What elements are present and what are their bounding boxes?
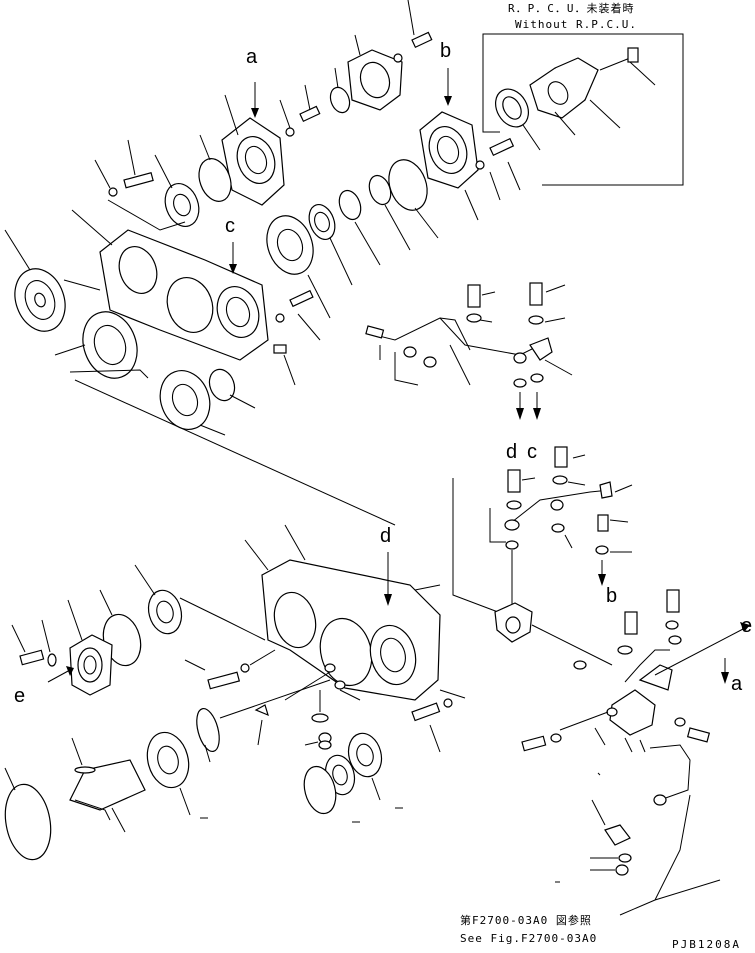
- right-linkage: e a: [521, 589, 752, 916]
- inset-without-rpcu: R．P．C．U．未装着時 Without R.P.C.U.: [482, 1, 684, 186]
- inset-title-jp: R．P．C．U．未装着時: [508, 1, 635, 15]
- label-d-pipe: d: [506, 441, 517, 463]
- middle-row: b: [266, 40, 521, 319]
- lower-gearcase: d e: [4, 524, 466, 861]
- label-a-top: a: [246, 46, 258, 68]
- label-b-top: b: [440, 40, 451, 62]
- label-e-left: e: [14, 685, 25, 707]
- label-c-pipe: c: [527, 441, 537, 463]
- label-b-lower: b: [606, 585, 617, 607]
- reference-note-en: See Fig.F2700-03A0: [460, 932, 597, 945]
- inset-title-en: Without R.P.C.U.: [515, 18, 637, 31]
- reference-note-jp: 第F2700-03A0 図参照: [460, 913, 592, 927]
- upper-gearcase: a: [4, 0, 433, 526]
- label-a-right: a: [731, 673, 743, 695]
- pipe-assembly-middle: b: [489, 446, 633, 610]
- label-d-lower: d: [380, 525, 391, 547]
- valve-block: [452, 478, 613, 666]
- drawing-code: PJB1208A: [672, 938, 741, 951]
- pipe-assembly-upper: d c: [365, 282, 573, 463]
- label-c-housing: c: [225, 215, 235, 237]
- label-e-right: e: [741, 615, 752, 637]
